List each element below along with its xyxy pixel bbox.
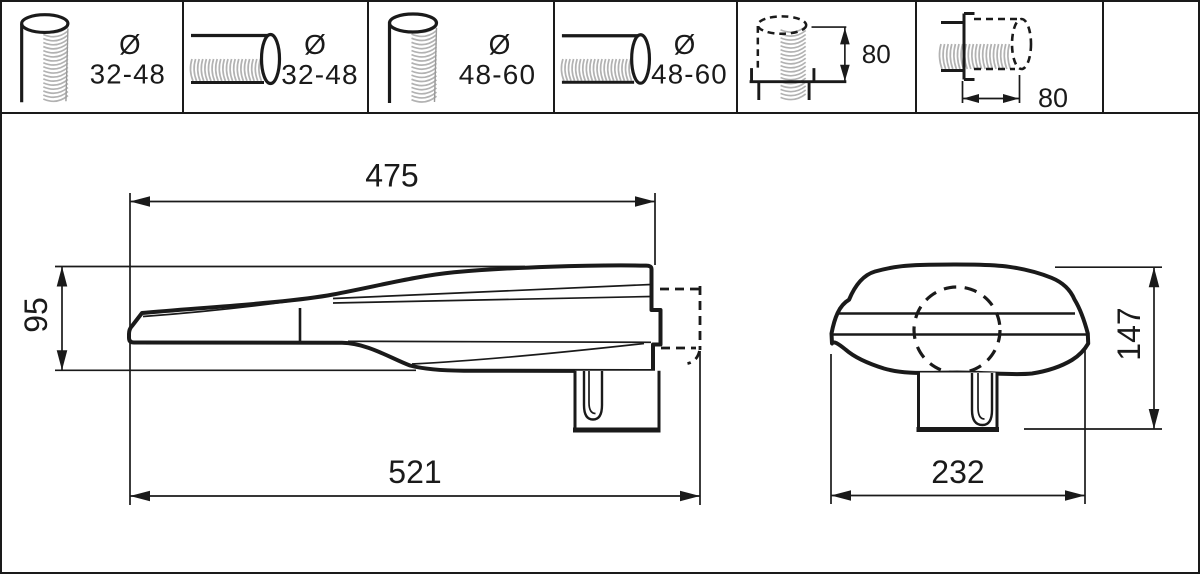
spigot-length-label: 80 <box>1038 83 1068 112</box>
luminaire-side-view <box>127 263 702 433</box>
mount-option-spigot-vertical: 80 <box>738 2 917 112</box>
side-overall-length-label: 521 <box>388 454 441 490</box>
diameter-symbol: Ø <box>119 29 140 60</box>
rear-mounting-bracket <box>916 372 999 432</box>
dim-521: 521 <box>130 454 700 502</box>
dimension-views: 475 95 521 147 <box>18 158 1162 505</box>
mount-option-pole-horizontal-2: Ø 48-60 <box>555 2 738 112</box>
rear-body-outline <box>829 262 1091 377</box>
spigot-vertical-icon <box>748 14 852 102</box>
pole-horizontal-icon <box>188 32 282 86</box>
mount-option-pole-vertical-2: Ø 48-60 <box>369 2 555 112</box>
diameter-range: 48-60 <box>651 59 728 90</box>
diameter-symbol: Ø <box>489 29 511 60</box>
dim-232: 232 <box>831 454 1085 501</box>
mount-option-spigot-horizontal: 80 <box>917 2 1104 112</box>
dim-147: 147 <box>1111 267 1160 429</box>
spigot-horizontal-icon <box>937 12 1033 105</box>
diameter-range: 32-48 <box>281 59 359 90</box>
pole-spigot-dashed-outline <box>660 286 702 365</box>
rear-width-label: 232 <box>931 454 984 490</box>
dim-95: 95 <box>18 266 68 371</box>
dim-475: 475 <box>130 158 655 207</box>
mount-option-pole-vertical-1: Ø 32-48 <box>2 2 184 112</box>
pole-vertical-icon <box>20 13 70 104</box>
side-body-outline <box>127 263 663 373</box>
side-top-length-label: 475 <box>365 158 418 194</box>
diameter-range: 48-60 <box>459 59 537 90</box>
empty-cell <box>1104 2 1198 112</box>
spigot-height-label: 80 <box>862 39 891 69</box>
pole-vertical-icon <box>387 12 439 105</box>
extension-lines <box>55 193 1162 505</box>
diameter-symbol: Ø <box>304 29 326 60</box>
luminaire-rear-view <box>829 262 1091 432</box>
mount-option-pole-horizontal-1: Ø 32-48 <box>184 2 369 112</box>
diameter-symbol: Ø <box>674 29 696 60</box>
side-height-label: 95 <box>18 297 54 333</box>
side-mounting-bracket <box>573 370 661 433</box>
pole-horizontal-icon <box>559 33 652 85</box>
dimension-annotations: 475 95 521 147 <box>18 158 1160 502</box>
mounting-options-row: Ø 32-48 Ø 32-48 Ø 48-60 Ø 48-60 <box>2 2 1198 114</box>
diameter-range: 32-48 <box>90 59 166 90</box>
rear-height-label: 147 <box>1111 307 1147 360</box>
